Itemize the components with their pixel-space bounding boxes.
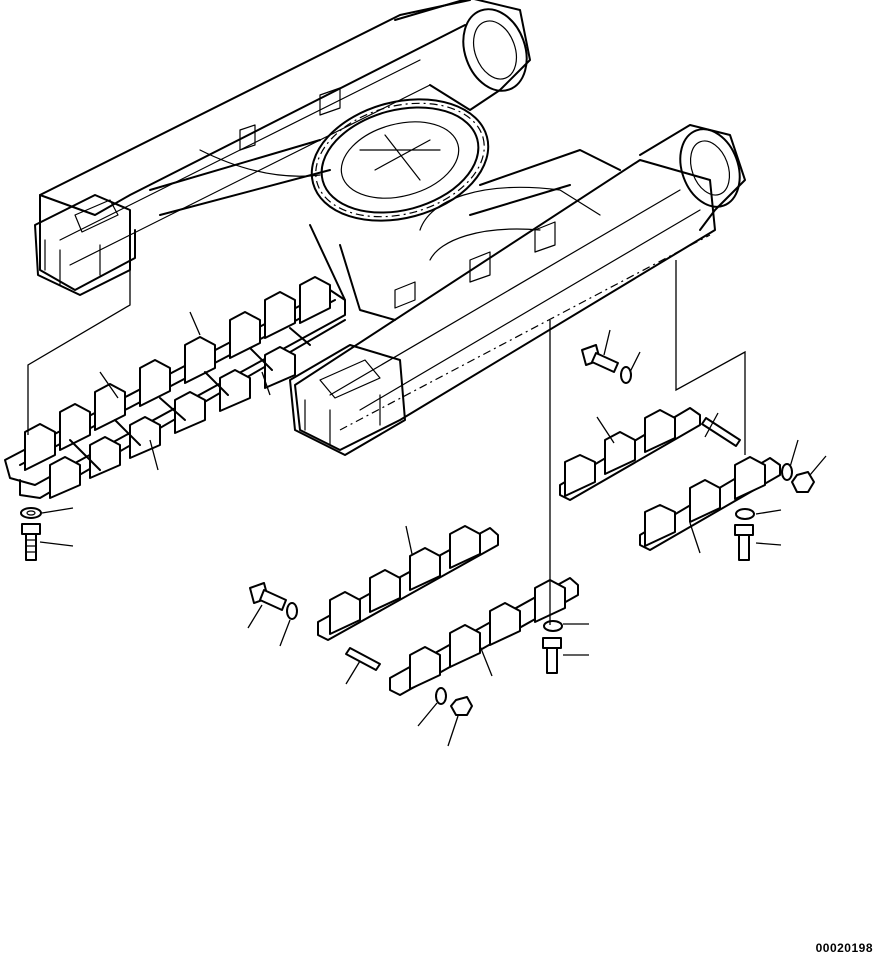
center-lower-nut xyxy=(451,697,472,715)
right-lower-nut xyxy=(792,472,814,492)
center-lower-bolt xyxy=(543,638,561,673)
left-washer xyxy=(21,508,41,518)
drawing-code: 00020198 xyxy=(815,941,873,955)
left-guard-assembly xyxy=(5,277,345,498)
center-upper-washer xyxy=(287,603,297,619)
right-lower-washer xyxy=(736,464,792,519)
right-upper-guard xyxy=(560,408,700,500)
right-lower-guard xyxy=(640,457,780,550)
center-lower-guard xyxy=(390,578,578,695)
center-upper-guard xyxy=(318,526,498,640)
leader-lines xyxy=(28,260,826,746)
center-pin xyxy=(346,648,380,670)
track-frame xyxy=(35,0,750,455)
right-upper-bolt xyxy=(582,345,618,372)
center-lower-washer xyxy=(436,621,562,704)
left-bolt xyxy=(22,524,40,560)
right-lower-bolt xyxy=(735,525,753,560)
center-upper-bolt xyxy=(250,583,286,610)
right-upper-washer xyxy=(621,367,631,383)
